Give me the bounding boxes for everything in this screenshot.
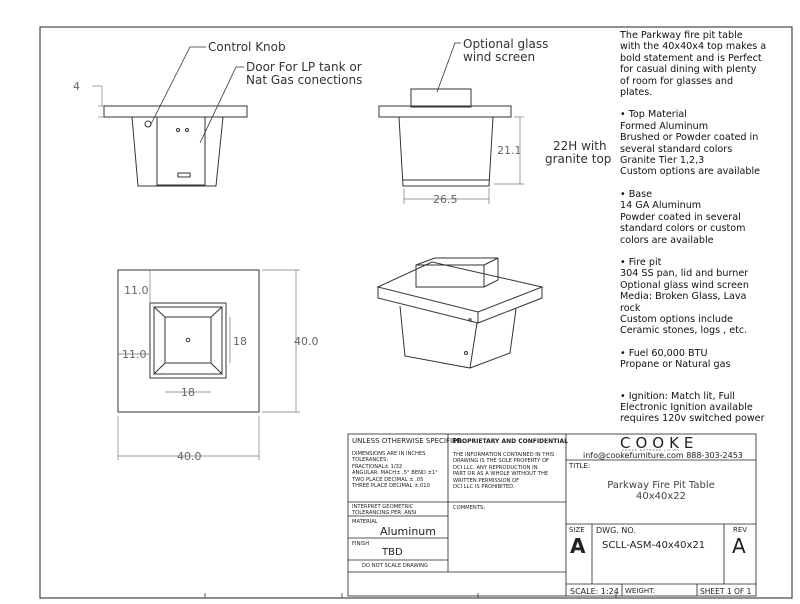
iso-top-right bbox=[477, 287, 543, 324]
iso-vent bbox=[464, 351, 468, 355]
front-vent-2 bbox=[185, 128, 189, 132]
front-plate bbox=[177, 172, 191, 178]
iso-glass-top bbox=[415, 257, 499, 266]
dim-overall-width: 40.0 bbox=[177, 450, 202, 463]
front-top bbox=[103, 105, 248, 118]
control-knob-label: Control Knob bbox=[208, 40, 286, 54]
plan-top bbox=[117, 269, 260, 413]
front-door bbox=[156, 116, 206, 186]
tb-prop-text: THE INFORMATION CONTAINED IN THIS DRAWIN… bbox=[453, 452, 555, 491]
tb-finish: TBD bbox=[382, 547, 403, 558]
dim-height: 21.1 bbox=[497, 144, 522, 157]
height-note-2: granite top bbox=[545, 152, 611, 166]
dim-base-width: 26.5 bbox=[433, 193, 458, 206]
front-view bbox=[103, 105, 248, 187]
plan-pan-outer bbox=[149, 302, 227, 379]
tb-tolerances: DIMENSIONS ARE IN INCHES TOLERANCES: FRA… bbox=[352, 451, 438, 490]
spec-fuel: • Fuel 60,000 BTU Propane or Natural gas bbox=[620, 347, 731, 371]
spec-top-material: • Top Material Formed Aluminum Brushed o… bbox=[620, 109, 761, 178]
tb-comments: COMMENTS: bbox=[453, 505, 486, 511]
iso-view bbox=[376, 257, 544, 369]
dim-inset-top: 11.0 bbox=[124, 284, 149, 297]
plan-pan-rim bbox=[153, 306, 223, 375]
plan-pan-inner bbox=[164, 316, 212, 364]
door-leader bbox=[199, 66, 244, 144]
front-base bbox=[131, 116, 224, 187]
title-block-grid bbox=[347, 433, 757, 597]
plan-corner-4 bbox=[210, 362, 223, 375]
company-tag: COOKE OUTDOOR LIVING bbox=[622, 448, 681, 452]
zone-ticks bbox=[204, 593, 617, 598]
spec-base: • Base 14 GA Aluminum Powder coated in s… bbox=[620, 188, 746, 246]
iso-glass-front bbox=[415, 264, 485, 288]
iso-glass-right bbox=[483, 258, 499, 288]
plan-corner-2 bbox=[210, 306, 223, 318]
iso-top-front bbox=[377, 287, 479, 324]
tb-scale: SCALE: 1:24 bbox=[570, 587, 619, 596]
dim-overall-height: 40.0 bbox=[294, 335, 319, 348]
tb-finish-label: FINISH bbox=[352, 541, 370, 547]
spec-fire-pit: • Fire pit 304 SS pan, lid and burner Op… bbox=[620, 256, 749, 337]
glass-leader-line bbox=[436, 42, 461, 93]
company-contact: info@cookefurniture.com 888-303-2453 bbox=[583, 451, 743, 460]
plan-burner bbox=[185, 337, 191, 343]
front-leaders bbox=[149, 46, 244, 144]
tb-rev: A bbox=[732, 534, 746, 558]
tb-sheet: SHEET 1 OF 1 bbox=[700, 587, 752, 596]
tb-dwg-label: DWG. NO. bbox=[596, 526, 636, 535]
glass-label-1: Optional glass bbox=[463, 37, 548, 51]
plan-dims bbox=[117, 269, 300, 460]
glass-screen bbox=[410, 88, 472, 108]
tb-title-label: TITLE: bbox=[569, 462, 591, 470]
tb-size-label: SIZE bbox=[569, 526, 585, 534]
dim-top-thickness-lines bbox=[92, 85, 104, 118]
side-view bbox=[378, 88, 512, 187]
front-vent-1 bbox=[176, 128, 180, 132]
door-label-1: Door For LP tank or bbox=[246, 60, 362, 74]
tb-size: A bbox=[570, 534, 586, 558]
side-base bbox=[398, 116, 494, 187]
drawing-title: Parkway Fire Pit Table 40x40x22 bbox=[607, 480, 715, 502]
iso-base-right bbox=[469, 308, 517, 369]
plan-corner-3 bbox=[153, 362, 166, 375]
door-label-2: Nat Gas conections bbox=[246, 73, 362, 87]
tb-material-label: MATERIAL bbox=[352, 519, 378, 525]
side-dims bbox=[403, 116, 524, 204]
tb-unless: UNLESS OTHERWISE SPECIFIED: bbox=[352, 437, 465, 445]
spec-intro: The Parkway fire pit table with the 40x4… bbox=[620, 30, 767, 99]
height-note-1: 22H with bbox=[553, 139, 607, 153]
tb-outer bbox=[347, 433, 757, 597]
knob-leader bbox=[149, 46, 206, 127]
tb-rev-label: REV bbox=[733, 526, 748, 534]
spec-ignition: • Ignition: Match lit, Full Electronic I… bbox=[620, 390, 765, 425]
tb-interpret: INTERPRET GEOMETRIC TOLERANCING PER: ANS… bbox=[352, 504, 417, 517]
tb-weight: WEIGHT: bbox=[625, 587, 655, 595]
tb-material: Aluminum bbox=[380, 525, 436, 538]
spec-notes: The Parkway fire pit table with the 40x4… bbox=[620, 30, 788, 436]
plan-view bbox=[117, 269, 260, 413]
dim-inner-width: 18 bbox=[181, 386, 195, 399]
side-top bbox=[378, 105, 512, 118]
dim-inset-side: 11.0 bbox=[122, 348, 147, 361]
iso-knob bbox=[468, 318, 472, 322]
tb-do-not-scale: DO NOT SCALE DRAWING bbox=[362, 563, 429, 569]
glass-leader bbox=[436, 42, 461, 93]
dim-inner-height: 18 bbox=[233, 335, 247, 348]
plan-corner-1 bbox=[153, 306, 166, 318]
control-knob bbox=[144, 120, 152, 128]
glass-label-2: wind screen bbox=[463, 50, 535, 64]
company-logo: COOKE bbox=[620, 434, 699, 452]
dim-top-thickness: 4 bbox=[73, 80, 80, 93]
tb-proprietary: PROPRIETARY AND CONFIDENTIAL bbox=[453, 438, 568, 445]
iso-base-left bbox=[399, 305, 478, 369]
tb-dwg-no: SCLL-ASM-40x40x21 bbox=[602, 540, 706, 551]
